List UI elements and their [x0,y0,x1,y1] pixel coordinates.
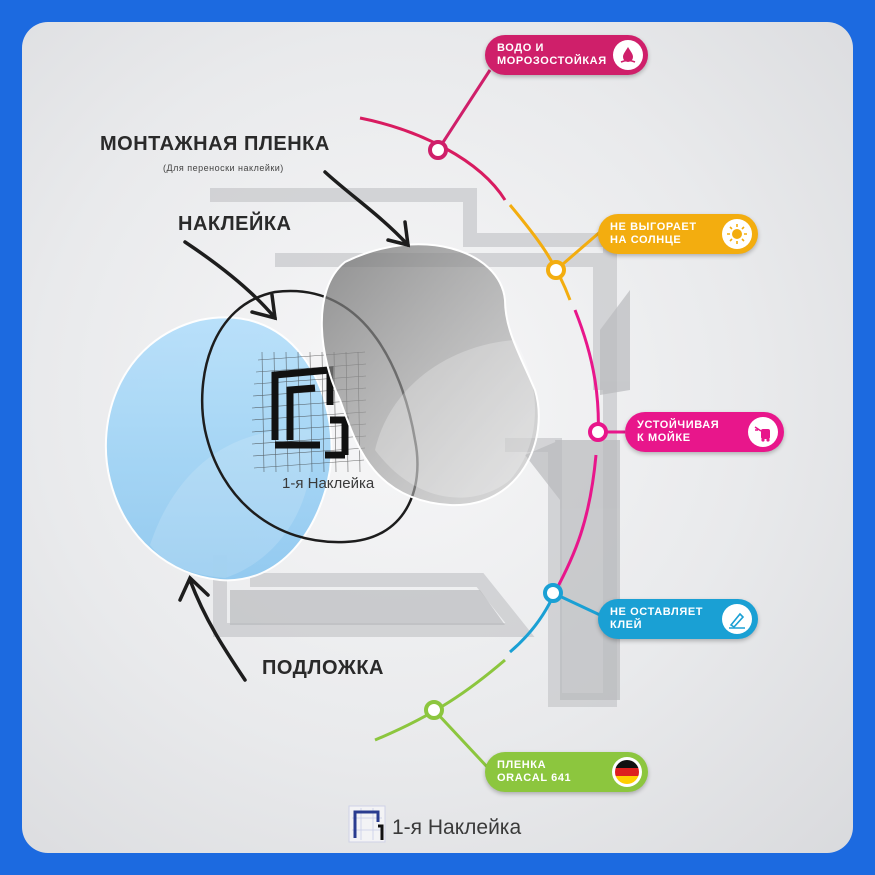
sun-icon [722,219,752,249]
feature-nodes [424,140,608,720]
feature-text: ВОДО И МОРОЗОСТОЙКАЯ [497,42,607,67]
backing-label: ПОДЛОЖКА [262,657,384,679]
sticker-logo-grid [251,351,367,473]
pointer-arrows [178,170,411,682]
footer-logo-icon [348,805,386,843]
feature-water-frost-resistant: ВОДО И МОРОЗОСТОЙКАЯ [485,35,648,75]
feature-text: НЕ ОСТАВЛЯЕТ КЛЕЙ [610,606,704,631]
feature-text: ПЛЕНКА ORACAL 641 [497,759,572,784]
feature-oracal-film: ПЛЕНКА ORACAL 641 [485,752,648,792]
feature-no-glue-residue: НЕ ОСТАВЛЯЕТ КЛЕЙ [598,599,758,639]
sticker-logo-mark [271,366,349,459]
glue-free-icon [722,604,752,634]
mounting-film-shape [320,243,540,507]
mounting-film-label: МОНТАЖНАЯ ПЛЕНКА [100,133,330,155]
sticker-brand-text: 1-я Наклейка [282,475,375,492]
water-drop-icon [612,40,643,70]
sticker-label: НАКЛЕЙКА [178,213,292,235]
background-shapes [230,290,630,700]
feature-text: УСТОЙЧИВАЯ К МОЙКЕ [637,419,720,444]
mounting-film-note: (Для переноски наклейки) [163,163,284,173]
feature-text: НЕ ВЫГОРАЕТ НА СОЛНЦЕ [610,221,697,246]
footer-brand-text: 1-я Наклейка [392,816,522,839]
feature-sun-fade-resistant: НЕ ВЫГОРАЕТ НА СОЛНЦЕ [598,214,758,254]
pressure-washer-icon [748,417,778,447]
germany-flag-icon [612,757,642,787]
mounting-film-highlight [375,340,535,498]
feature-wash-resistant: УСТОЙЧИВАЯ К МОЙКЕ [625,412,784,452]
